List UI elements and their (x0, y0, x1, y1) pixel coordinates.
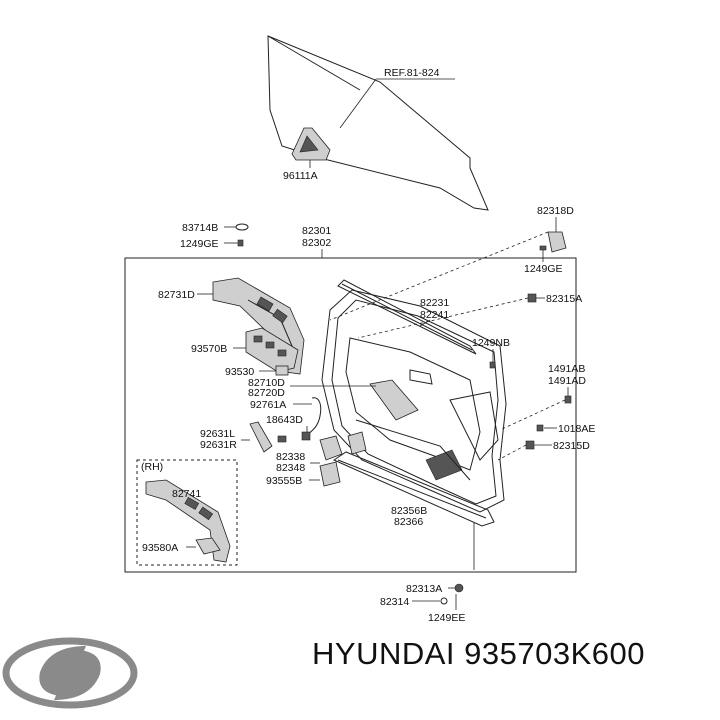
part-number: 935703K600 (464, 636, 645, 671)
callout-1249NB: 1249NB (472, 337, 510, 349)
callout-82710D: 82710D (248, 377, 285, 389)
assembly-frame (124, 257, 577, 573)
callout-1249GE-b: 1249GE (524, 263, 563, 275)
callout-82338: 82338 (276, 451, 305, 463)
power-window-switch (245, 327, 299, 373)
callout-82731D: 82731D (158, 289, 195, 301)
callout-96111A: 96111A (283, 170, 318, 182)
callout-82314: 82314 (380, 596, 409, 608)
callout-82301: 82301 (302, 225, 331, 237)
callout-1249EE: 1249EE (428, 612, 465, 624)
mirror-cover (291, 127, 331, 161)
callout-1249GE-a: 1249GE (180, 238, 219, 250)
callout-82241: 82241 (420, 309, 449, 321)
callout-93530: 93530 (225, 366, 254, 378)
callout-82318D: 82318D (537, 205, 574, 217)
callout-83714B: 83714B (182, 222, 218, 234)
brand-name: HYUNDAI (312, 636, 456, 671)
callout-18643D: 18643D (266, 414, 303, 426)
callout-82720D: 82720D (248, 387, 285, 399)
callout-1018AE: 1018AE (558, 423, 595, 435)
rh-subgroup-frame (136, 459, 238, 566)
callout-82315A: 82315A (546, 293, 582, 305)
callout-ref: REF.81-824 (384, 67, 440, 79)
callout-93580A: 93580A (142, 542, 178, 554)
callout-92631R: 92631R (200, 439, 237, 451)
callout-82348: 82348 (276, 462, 305, 474)
door-trim-panel (321, 289, 507, 513)
callout-82741: 82741 (172, 488, 201, 500)
callout-1491AD: 1491AD (548, 375, 586, 387)
callout-82366: 82366 (394, 516, 423, 528)
callout-92761A: 92761A (250, 399, 286, 411)
hyundai-logo (2, 637, 138, 709)
callout-rh: (RH) (141, 461, 163, 473)
callout-82313A: 82313A (406, 583, 442, 595)
callout-93570B: 93570B (191, 343, 227, 355)
callout-93555B: 93555B (266, 475, 302, 487)
callout-1491AB: 1491AB (548, 363, 585, 375)
callout-82231: 82231 (420, 297, 449, 309)
part-caption: HYUNDAI 935703K600 (312, 636, 645, 672)
callout-82315D: 82315D (553, 440, 590, 452)
callout-82302: 82302 (302, 237, 331, 249)
callout-82356B: 82356B (391, 505, 427, 517)
armrest-panel (212, 277, 305, 375)
lower-garnish (332, 451, 495, 527)
rh-armrest-panel (145, 479, 231, 563)
belt-moulding (337, 279, 477, 355)
callout-92631L: 92631L (200, 428, 235, 440)
window-glass (267, 35, 489, 211)
